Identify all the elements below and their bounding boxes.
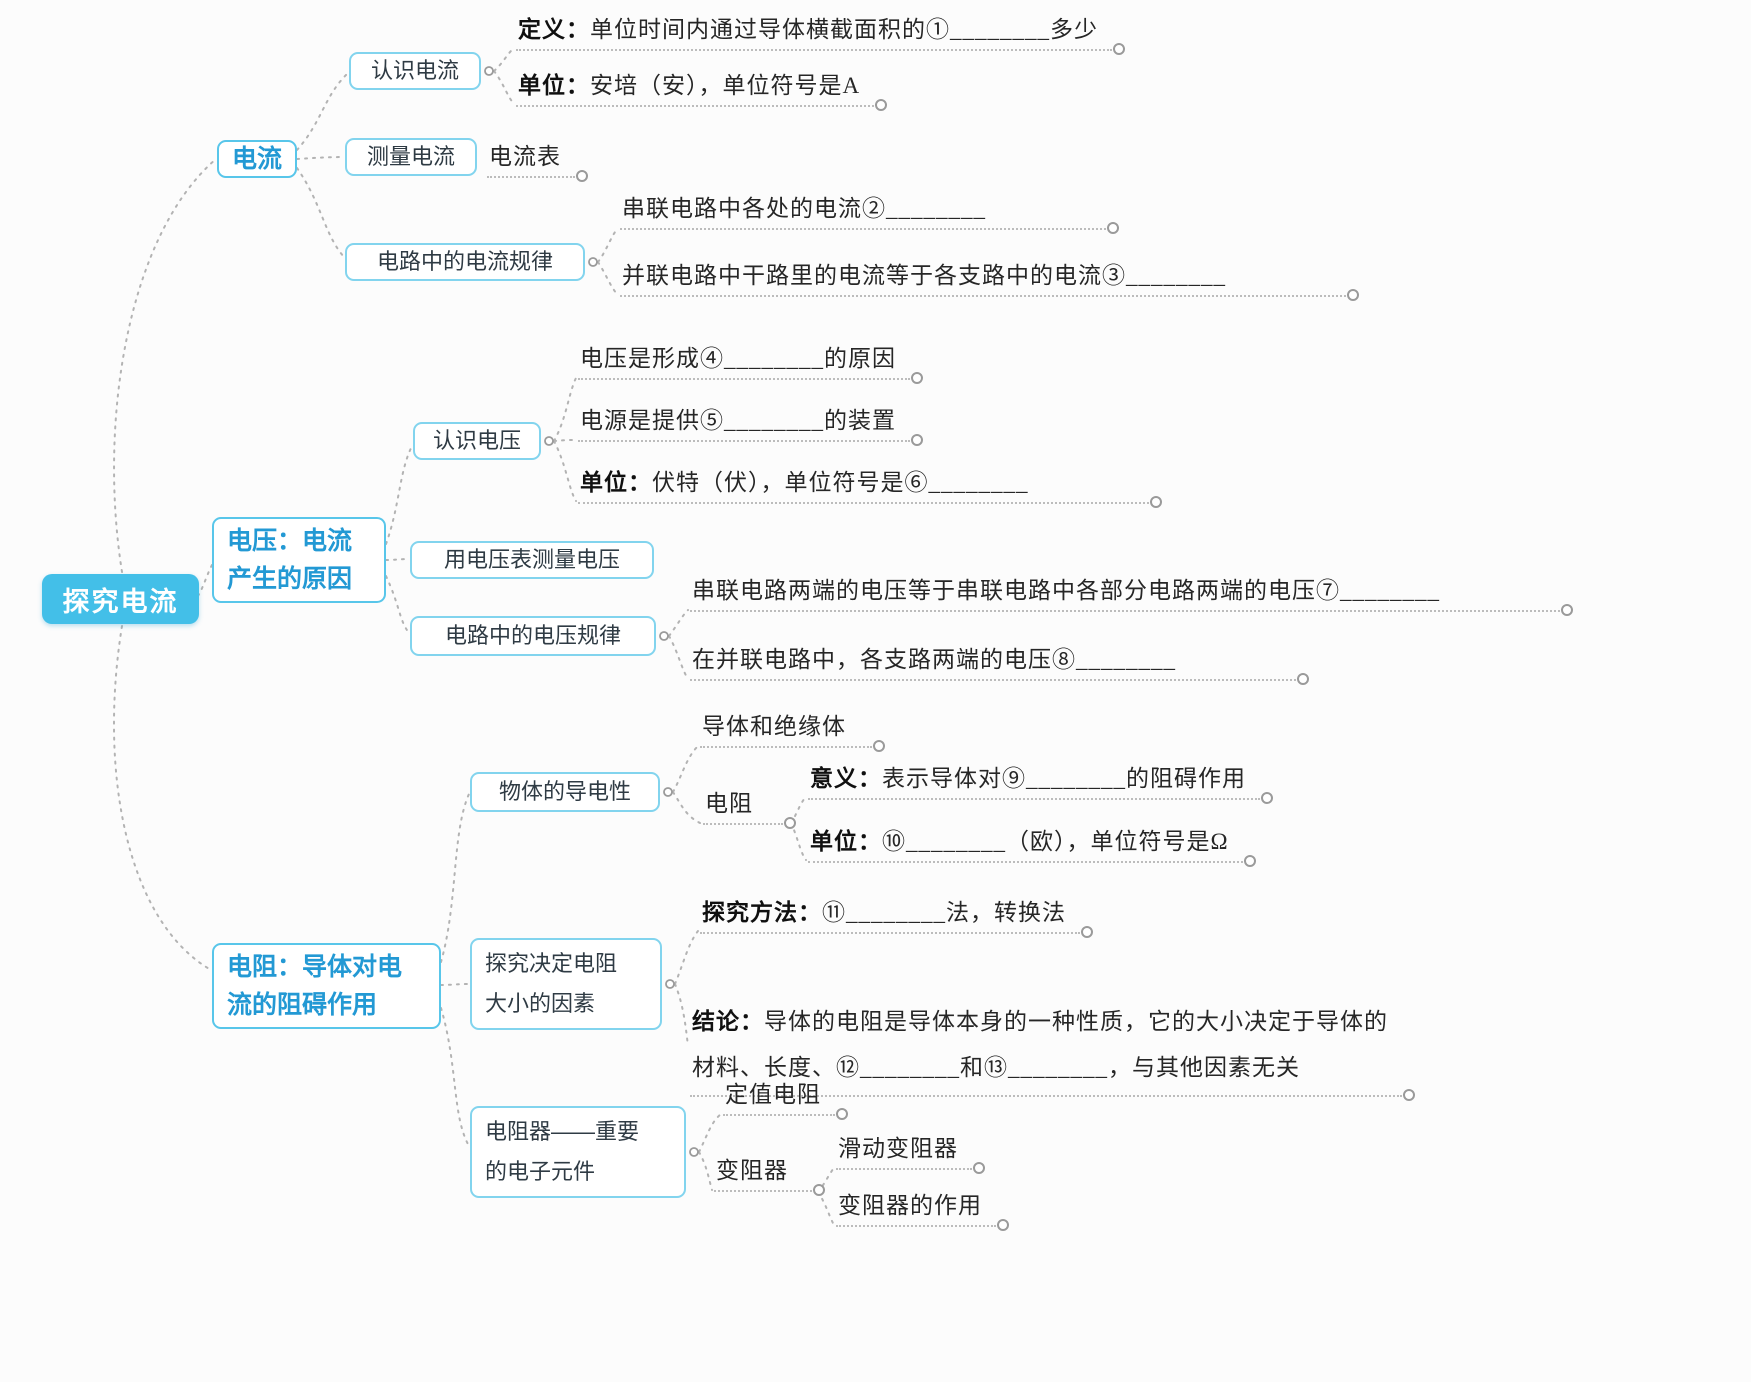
leaf-text: 导体的电阻是导体本身的一种性质，它的大小决定于导体的 材料、长度、⑫______… bbox=[692, 1009, 1388, 1080]
leaf-conclusion[interactable]: 结论：导体的电阻是导体本身的一种性质，它的大小决定于导体的 材料、长度、⑫___… bbox=[690, 952, 1415, 1101]
leaf-parallel-current[interactable]: 并联电路中干路里的电流等于各支路中的电流③________ bbox=[620, 261, 1359, 301]
node-voltmeter[interactable]: 用电压表测量电压 bbox=[410, 541, 654, 579]
node-conductivity[interactable]: 物体的导电性 bbox=[470, 772, 660, 812]
leaf-voltage-cause[interactable]: 电压是形成④________的原因 bbox=[578, 344, 923, 384]
leaf-text: 安培（安），单位符号是A bbox=[590, 73, 861, 98]
leaf-ammeter[interactable]: 电流表 bbox=[487, 142, 588, 182]
leaf-prefix: 定义： bbox=[518, 16, 590, 42]
leaf-prefix: 探究方法： bbox=[702, 899, 822, 925]
node-understand-current[interactable]: 认识电流 bbox=[349, 52, 481, 90]
node-current-rules[interactable]: 电路中的电流规律 bbox=[345, 243, 585, 281]
leaf-resistance-node[interactable]: 电阻 bbox=[703, 789, 796, 829]
leaf-resistance-meaning[interactable]: 意义：表示导体对⑨________的阻碍作用 bbox=[808, 763, 1273, 804]
node-voltage[interactable]: 电压：电流 产生的原因 bbox=[212, 517, 386, 603]
leaf-prefix: 意义： bbox=[810, 765, 882, 791]
node-resistor-component[interactable]: 电阻器——重要 的电子元件 bbox=[470, 1106, 686, 1198]
leaf-voltage-unit[interactable]: 单位：伏特（伏），单位符号是⑥________ bbox=[578, 467, 1161, 508]
leaf-resistance-unit[interactable]: 单位：⑩________（欧），单位符号是Ω bbox=[808, 826, 1256, 867]
node-resistance[interactable]: 电阻：导体对电 流的阻碍作用 bbox=[212, 943, 441, 1029]
leaf-text: ⑩________（欧），单位符号是Ω bbox=[882, 829, 1229, 854]
leaf-current-unit[interactable]: 单位：安培（安），单位符号是A bbox=[516, 70, 888, 111]
leaf-rheostat-function[interactable]: 变阻器的作用 bbox=[836, 1191, 1009, 1231]
leaf-series-voltage[interactable]: 串联电路两端的电压等于串联电路中各部分电路两端的电压⑦________ bbox=[690, 576, 1573, 616]
leaf-text: 单位时间内通过导体横截面积的①________多少 bbox=[590, 17, 1098, 42]
leaf-prefix: 结论： bbox=[692, 1008, 764, 1034]
node-understand-voltage[interactable]: 认识电压 bbox=[413, 422, 541, 460]
leaf-research-method[interactable]: 探究方法：⑪________法，转换法 bbox=[700, 897, 1093, 938]
leaf-text: 伏特（伏），单位符号是⑥________ bbox=[652, 470, 1029, 495]
node-voltage-rules[interactable]: 电路中的电压规律 bbox=[410, 616, 656, 656]
leaf-current-definition[interactable]: 定义：单位时间内通过导体横截面积的①________多少 bbox=[516, 14, 1125, 55]
leaf-sliding-rheostat[interactable]: 滑动变阻器 bbox=[836, 1134, 985, 1174]
leaf-text: ⑪________法，转换法 bbox=[822, 900, 1066, 925]
leaf-prefix: 单位： bbox=[580, 469, 652, 495]
root-node[interactable]: 探究电流 bbox=[42, 574, 199, 624]
leaf-rheostat-node[interactable]: 变阻器 bbox=[714, 1156, 825, 1196]
leaf-text: 表示导体对⑨________的阻碍作用 bbox=[882, 766, 1246, 791]
node-measure-current[interactable]: 测量电流 bbox=[345, 138, 477, 176]
node-resistance-factors[interactable]: 探究决定电阻 大小的因素 bbox=[470, 938, 662, 1030]
leaf-fixed-resistor[interactable]: 定值电阻 bbox=[723, 1080, 848, 1120]
leaf-prefix: 单位： bbox=[518, 72, 590, 98]
leaf-power-source[interactable]: 电源是提供⑤________的装置 bbox=[578, 406, 923, 446]
leaf-parallel-voltage[interactable]: 在并联电路中，各支路两端的电压⑧________ bbox=[690, 645, 1309, 685]
leaf-prefix: 单位： bbox=[810, 828, 882, 854]
leaf-conductor-insulator[interactable]: 导体和绝缘体 bbox=[700, 712, 885, 752]
leaf-series-current[interactable]: 串联电路中各处的电流②________ bbox=[620, 194, 1119, 234]
node-current[interactable]: 电流 bbox=[217, 140, 297, 178]
